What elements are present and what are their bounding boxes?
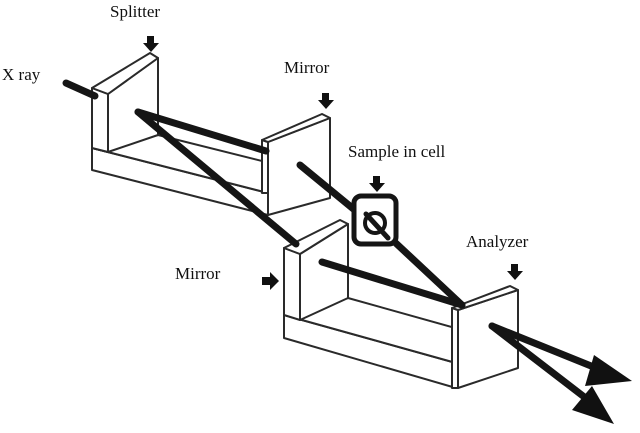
beam-sample-to-analyzer [381,229,466,309]
upper-mirror-plate-top [261,113,331,143]
upper-mirror-pointer-arrow [318,93,334,109]
beam-splitter-to-upper-mirror [134,108,270,155]
output-beam-upper [488,322,610,376]
splitter-pointer-arrow [143,36,159,52]
splitter-plate-top [91,52,159,95]
lower-mirror-pointer-arrow [262,272,279,290]
output-beam-lower [488,322,600,410]
analyzer-plate-top [451,285,519,311]
lower-mirror-plate-top [283,219,349,255]
label-splitter: Splitter [110,2,160,21]
sample-circle [363,211,387,235]
label-sample: Sample in cell [348,142,446,161]
output-arrowhead-lower [572,386,614,424]
labels: Splitter X ray Mirror Sample in cell Mir… [2,2,529,283]
sample-pointer-arrow [369,176,385,192]
sample-beam-through [363,211,391,241]
label-analyzer: Analyzer [466,232,529,251]
label-xray: X ray [2,65,41,84]
lower-mirror-plate-front [283,247,301,321]
analyzer-pointer-arrow [507,264,523,280]
incident-beam [62,79,99,100]
sample-cell [351,193,399,247]
output-arrowhead-upper [585,355,632,386]
beam-lower-mirror-to-analyzer [318,258,466,309]
label-mirror-top: Mirror [284,58,330,77]
label-mirror-bottom: Mirror [175,264,221,283]
pointer-arrows [143,36,523,290]
beam-splitter-to-lower-mirror [134,108,300,248]
